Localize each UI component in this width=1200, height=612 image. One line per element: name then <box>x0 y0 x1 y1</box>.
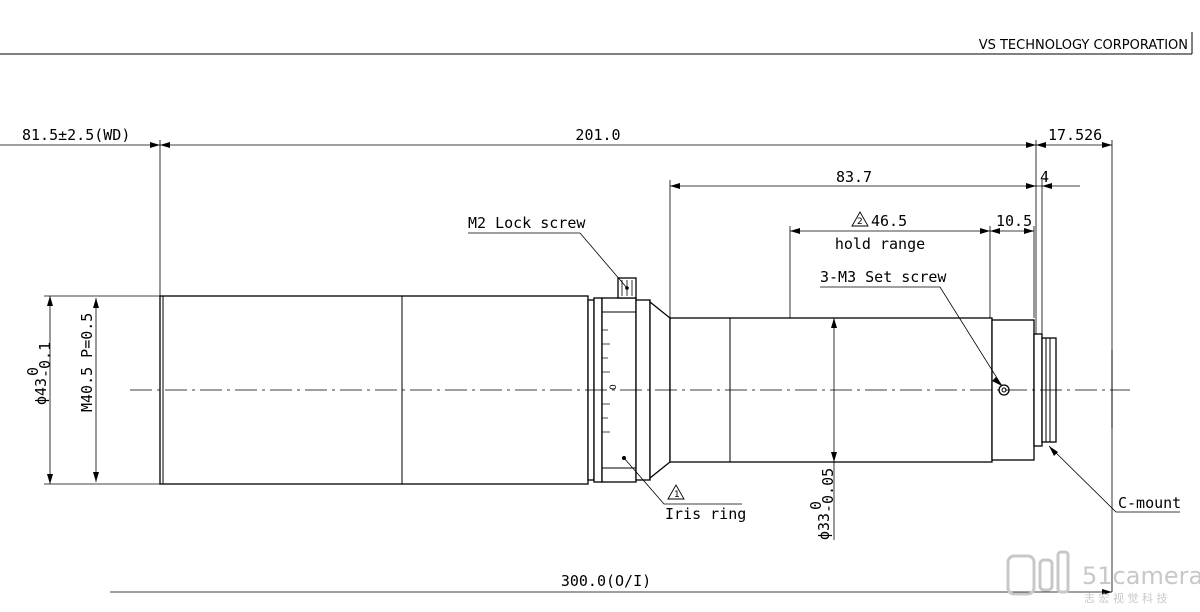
dim-4: 4 <box>1036 168 1080 189</box>
dim-hold-text: 46.5 <box>871 212 907 230</box>
watermark-brand: 51camera <box>1082 562 1200 590</box>
dim-4-text: 4 <box>1040 168 1049 186</box>
dim-201-text: 201.0 <box>575 126 620 144</box>
callout-c-mount: C-mount <box>1048 445 1181 513</box>
dim-dia-33: ϕ33 0 -0.05 <box>807 318 837 540</box>
note-1-number: 1 <box>674 490 680 500</box>
note-1-triangle <box>667 484 685 500</box>
dim-dia-43-tol-upper: 0 <box>24 367 42 376</box>
lens-body: 0 <box>159 277 1113 485</box>
dim-10: 10.5 <box>990 212 1034 234</box>
note-2-triangle <box>851 211 869 227</box>
watermark: 51camera 志 宏 视 觉 科 技 <box>1006 550 1200 605</box>
dim-thread: M40.5 P=0.5 <box>78 298 99 482</box>
company-name: VS TECHNOLOGY CORPORATION <box>979 38 1188 53</box>
dim-dia-33-text: ϕ33 <box>815 513 833 540</box>
dim-working-distance: 81.5±2.5(WD) <box>0 126 160 148</box>
dim-17526: 17.526 <box>1036 126 1112 148</box>
set-screw-label: 3-M3 Set screw <box>820 268 947 286</box>
dim-thread-text: M40.5 P=0.5 <box>78 313 96 412</box>
watermark-tagline: 志 宏 视 觉 科 技 <box>1084 591 1167 605</box>
dim-hold-range: 2 46.5 hold range <box>790 211 990 253</box>
dim-300-text: 300.0(O/I) <box>561 572 651 590</box>
note-2-number: 2 <box>857 217 863 227</box>
callout-set-screw: 3-M3 Set screw <box>820 268 1003 387</box>
dim-83-text: 83.7 <box>836 168 872 186</box>
dim-201: 201.0 <box>160 126 1036 148</box>
dim-83: 83.7 <box>670 168 1036 189</box>
callout-lock-screw: M2 Lock screw <box>468 214 629 290</box>
dim-dia-33-tol-upper: 0 <box>807 501 825 510</box>
dim-dia-33-tol-lower: -0.05 <box>819 468 837 513</box>
dim-dia-43-tol-lower: -0.1 <box>36 342 54 378</box>
watermark-logo-icon <box>1006 554 1036 596</box>
dim-17526-text: 17.526 <box>1048 126 1102 144</box>
hold-range-label: hold range <box>835 235 925 253</box>
lock-screw-label: M2 Lock screw <box>468 214 586 232</box>
c-mount-label: C-mount <box>1118 494 1181 512</box>
dim-dia-43: ϕ43 0 -0.1 <box>24 295 160 485</box>
iris-ring-label: Iris ring <box>665 505 746 523</box>
dim-10-text: 10.5 <box>996 212 1032 230</box>
iris-scale: 0 <box>602 329 619 433</box>
callout-iris-ring: 1 Iris ring <box>623 457 746 523</box>
dim-dia-43-text: ϕ43 <box>32 378 50 405</box>
iris-zero-mark: 0 <box>609 384 619 390</box>
dim-300: 300.0(O/I) <box>110 428 1113 595</box>
dim-wd-text: 81.5±2.5(WD) <box>22 126 130 144</box>
